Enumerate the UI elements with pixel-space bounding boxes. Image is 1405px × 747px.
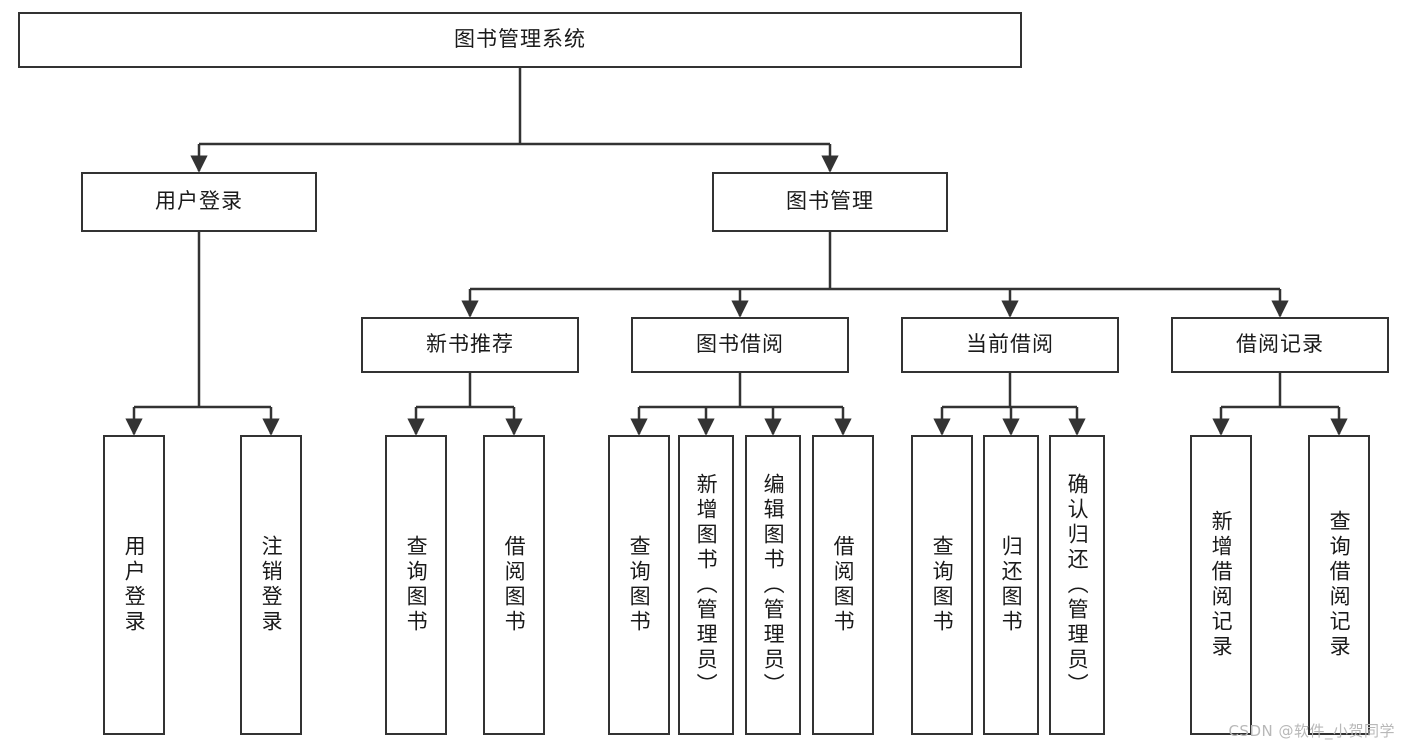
node-borrow-record[interactable]: 借阅记录 [1171,317,1389,373]
node-label: 注销登录 [259,535,284,635]
leaf-confirm-return-admin[interactable]: 确认归还（管理员） [1049,435,1105,735]
node-label: 图书借阅 [696,332,784,357]
node-root[interactable]: 图书管理系统 [18,12,1022,68]
watermark: CSDN @软件_小贺同学 [1228,722,1395,740]
node-label: 图书管理 [786,189,874,214]
leaf-query-book-recommend[interactable]: 查询图书 [385,435,447,735]
node-label: 用户登录 [155,189,243,214]
node-label: 查询图书 [930,535,955,635]
leaf-borrow-book[interactable]: 借阅图书 [812,435,874,735]
node-current-borrow[interactable]: 当前借阅 [901,317,1119,373]
node-label: 归还图书 [999,535,1024,635]
node-label: 新增图书（管理员） [694,472,719,698]
node-new-book-recommend[interactable]: 新书推荐 [361,317,579,373]
leaf-add-borrow-record[interactable]: 新增借阅记录 [1190,435,1252,735]
leaf-edit-book-admin[interactable]: 编辑图书（管理员） [745,435,801,735]
node-book-borrow[interactable]: 图书借阅 [631,317,849,373]
node-label: 借阅图书 [502,535,527,635]
node-label: 查询图书 [627,535,652,635]
node-label: 确认归还（管理员） [1065,472,1090,698]
node-label: 当前借阅 [966,332,1054,357]
leaf-user-login[interactable]: 用户登录 [103,435,165,735]
node-label: 借阅图书 [831,535,856,635]
node-user-login[interactable]: 用户登录 [81,172,317,232]
node-label: 新增借阅记录 [1209,510,1234,660]
leaf-query-borrow-record[interactable]: 查询借阅记录 [1308,435,1370,735]
node-book-management[interactable]: 图书管理 [712,172,948,232]
node-label: 查询图书 [404,535,429,635]
leaf-borrow-book-recommend[interactable]: 借阅图书 [483,435,545,735]
leaf-query-book-borrow[interactable]: 查询图书 [608,435,670,735]
node-label: 编辑图书（管理员） [761,472,786,698]
leaf-return-book[interactable]: 归还图书 [983,435,1039,735]
leaf-add-book-admin[interactable]: 新增图书（管理员） [678,435,734,735]
node-label: 图书管理系统 [454,27,586,52]
leaf-logout[interactable]: 注销登录 [240,435,302,735]
node-label: 新书推荐 [426,332,514,357]
node-label: 用户登录 [122,535,147,635]
node-label: 查询借阅记录 [1327,510,1352,660]
node-label: 借阅记录 [1236,332,1324,357]
leaf-query-book-current[interactable]: 查询图书 [911,435,973,735]
